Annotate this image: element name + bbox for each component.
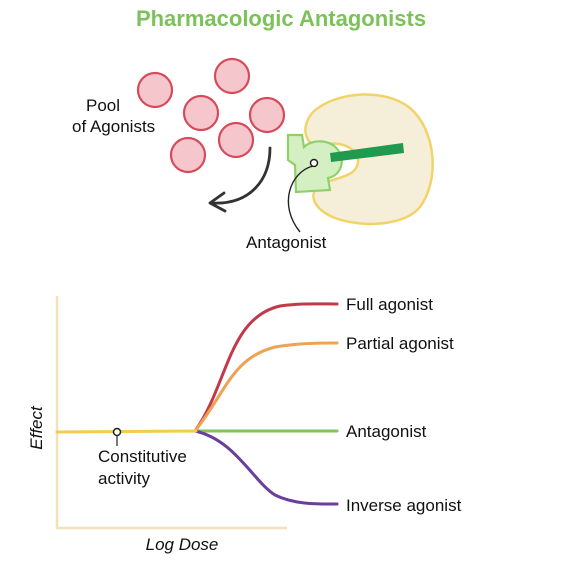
page-title: Pharmacologic Antagonists: [136, 6, 426, 31]
receptor-shape: [304, 93, 434, 226]
constitutive-activity-label-line2: activity: [98, 469, 150, 488]
x-axis-label: Log Dose: [146, 535, 219, 554]
agonist-molecule: [136, 71, 174, 109]
inverse-agonist-curve: [193, 429, 339, 506]
full-agonist-curve: [193, 302, 339, 433]
partial-agonist-curve: [193, 341, 339, 433]
inverse-agonist-label: Inverse agonist: [346, 496, 462, 515]
constitutive-activity-label-line1: Constitutive: [98, 447, 187, 466]
agonist-molecule: [217, 121, 255, 159]
pool-label-line1: Pool: [86, 96, 120, 115]
agonist-molecule: [182, 94, 220, 132]
antagonist-leader-line: [287, 165, 314, 233]
antagonist-label: Antagonist: [246, 233, 327, 252]
drug-bar: [330, 143, 404, 162]
constitutive-activity-marker: [112, 427, 122, 437]
agonist-molecule: [169, 136, 207, 174]
full-agonist-label: Full agonist: [346, 295, 433, 314]
antagonist-curve-label: Antagonist: [346, 422, 427, 441]
displacement-arrow: [208, 146, 272, 213]
agonist-molecule: [248, 96, 286, 134]
y-axis-label: Effect: [27, 405, 46, 450]
agonist-molecule: [213, 57, 251, 95]
graph-axes: [55, 296, 287, 530]
baseline-constitutive-activity: [55, 429, 198, 434]
pool-label-line2: of Agonists: [72, 117, 155, 136]
partial-agonist-label: Partial agonist: [346, 334, 454, 353]
agonist-pool: [136, 57, 286, 174]
antagonist-binding-dot: [309, 158, 319, 168]
